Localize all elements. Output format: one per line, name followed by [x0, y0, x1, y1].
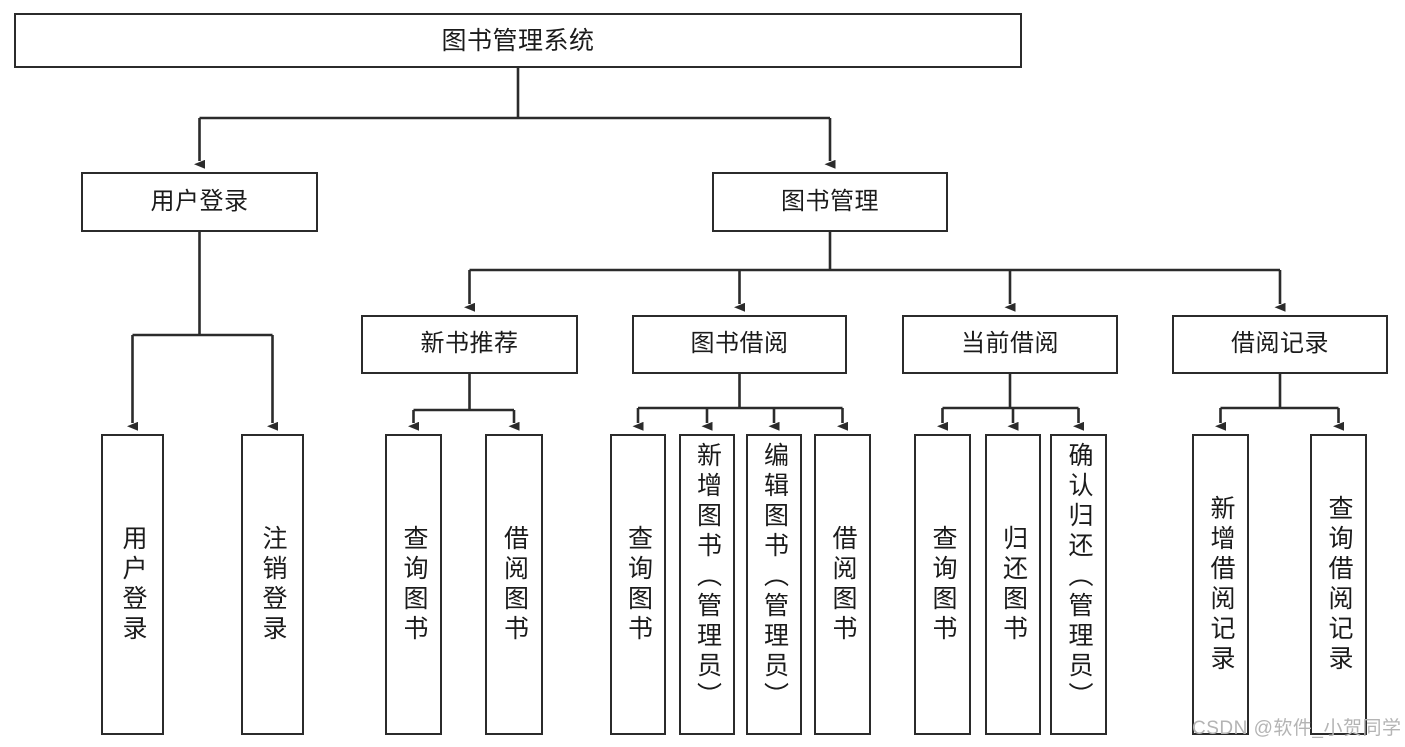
node-label: 注销登录 — [259, 524, 287, 645]
node-label: 查询图书 — [624, 524, 653, 645]
node-login[interactable]: 用户登录 — [81, 172, 318, 232]
node-l_cu_conf[interactable]: 确认归还（管理员） — [1050, 434, 1107, 735]
node-current[interactable]: 当前借阅 — [902, 315, 1118, 374]
node-label: 图书管理 — [781, 187, 879, 215]
node-l_bo_borrow[interactable]: 借阅图书 — [814, 434, 871, 735]
csdn-watermark: CSDN @软件_小贺同学 — [1192, 718, 1402, 739]
node-l_bo_add[interactable]: 新增图书（管理员） — [679, 434, 735, 735]
node-l_re_query[interactable]: 查询借阅记录 — [1310, 434, 1367, 735]
node-l_nb_borrow[interactable]: 借阅图书 — [485, 434, 543, 735]
node-label: 查询借阅记录 — [1325, 494, 1353, 675]
node-label: 图书管理系统 — [441, 26, 595, 55]
node-l_logout[interactable]: 注销登录 — [241, 434, 304, 735]
node-label: 图书借阅 — [690, 330, 789, 358]
node-label: 查询图书 — [400, 524, 428, 645]
node-l_cu_return[interactable]: 归还图书 — [985, 434, 1041, 735]
node-l_cu_query[interactable]: 查询图书 — [914, 434, 971, 735]
node-root[interactable]: 图书管理系统 — [14, 13, 1022, 68]
node-label: 新增图书（管理员） — [693, 442, 722, 712]
node-label: 新书推荐 — [420, 330, 519, 358]
node-borrow[interactable]: 图书借阅 — [632, 315, 847, 374]
node-label: 当前借阅 — [961, 330, 1059, 358]
node-l_nb_query[interactable]: 查询图书 — [385, 434, 442, 735]
node-label: 查询图书 — [929, 524, 957, 645]
node-label: 用户登录 — [119, 524, 147, 645]
node-l_bo_edit[interactable]: 编辑图书（管理员） — [746, 434, 802, 735]
node-label: 借阅图书 — [829, 524, 857, 645]
node-label: 确认归还（管理员） — [1065, 442, 1093, 712]
node-label: 新增借阅记录 — [1207, 494, 1235, 675]
node-l_login[interactable]: 用户登录 — [101, 434, 164, 735]
node-label: 借阅记录 — [1231, 330, 1329, 358]
node-newbook[interactable]: 新书推荐 — [361, 315, 578, 374]
node-l_re_add[interactable]: 新增借阅记录 — [1192, 434, 1249, 735]
node-label: 编辑图书（管理员） — [760, 442, 789, 712]
node-label: 归还图书 — [999, 524, 1028, 645]
node-label: 用户登录 — [150, 187, 249, 215]
node-l_bo_query[interactable]: 查询图书 — [610, 434, 666, 735]
node-bookmgmt[interactable]: 图书管理 — [712, 172, 948, 232]
node-label: 借阅图书 — [500, 524, 529, 645]
node-records[interactable]: 借阅记录 — [1172, 315, 1388, 374]
